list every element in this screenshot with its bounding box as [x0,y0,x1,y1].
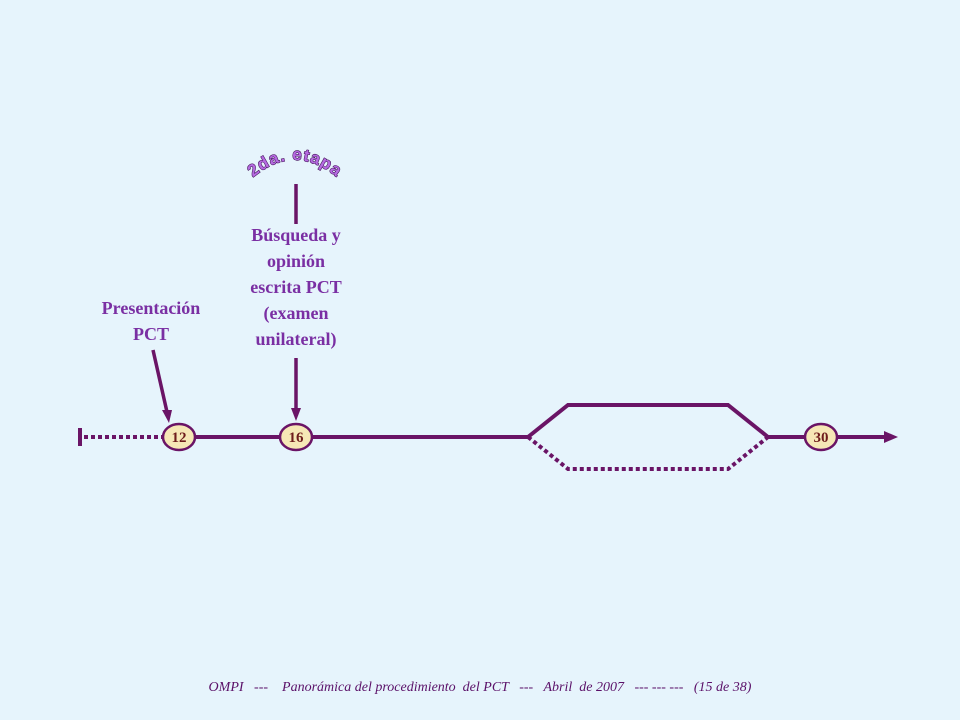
presentacion-arrow-icon [162,410,172,423]
node-12-label: 12 [172,430,187,446]
stage-banner-text: 2da. etapa [243,144,345,181]
presentacion-arrow-line [151,349,169,413]
upper-branch [526,403,770,439]
node-16: 16 [278,422,314,452]
busqueda-arrow-icon [291,408,301,421]
node-16-label: 16 [289,430,305,446]
node-12: 12 [161,422,197,452]
stage-banner: 2da. etapa [244,145,346,181]
node-30: 30 [803,422,839,452]
presentacion-label: Presentación PCT [101,298,201,344]
lower-dotted-branch [526,435,770,471]
busqueda-label: Búsqueda y opinión escrita PCT (examen u… [250,225,342,349]
slide-footer: OMPI --- Panorámica del procedimiento de… [208,680,752,695]
end-arrow-icon [884,431,898,443]
node-30-label: 30 [814,430,829,446]
